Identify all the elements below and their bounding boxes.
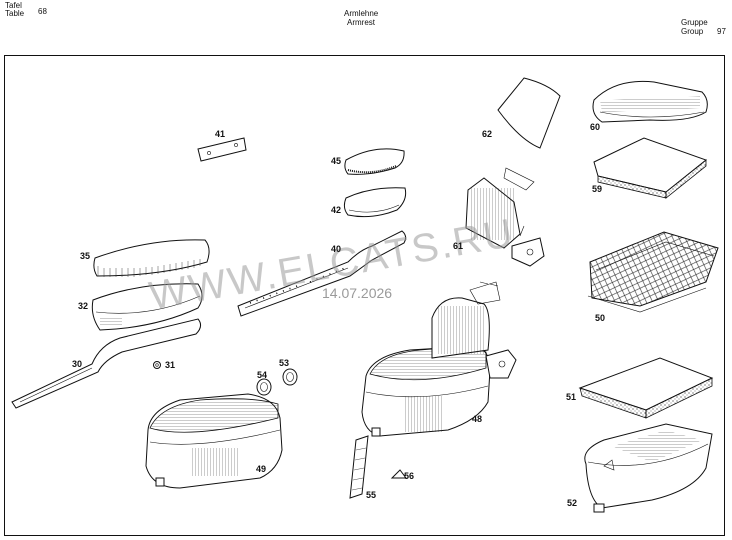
table-label: Table — [5, 9, 25, 18]
diagram-frame — [4, 55, 725, 536]
part-59-foam-pad — [593, 137, 708, 199]
part-label-42: 42 — [331, 205, 341, 215]
part-label-49: 49 — [256, 464, 266, 474]
part-label-41: 41 — [215, 129, 225, 139]
tafel-label: Tafel — [5, 1, 22, 10]
watermark-date: 14.07.2026 — [322, 285, 392, 301]
part-label-55: 55 — [366, 490, 376, 500]
part-62-back-panel — [497, 77, 561, 149]
part-56-clip — [390, 469, 407, 479]
part-45-pad — [344, 148, 405, 175]
part-50-wire-frame — [587, 231, 719, 313]
part-48-armrest-assembly — [361, 281, 517, 437]
part-49-armrest-base — [145, 393, 283, 489]
part-53-washer — [282, 368, 298, 386]
part-52-tray-shell — [584, 423, 713, 513]
part-label-31: 31 — [165, 360, 175, 370]
part-label-32: 32 — [78, 301, 88, 311]
part-60-cushion — [592, 80, 708, 123]
table-number: 68 — [38, 7, 47, 16]
group-label: Group — [681, 27, 704, 36]
title-english: Armrest — [347, 18, 375, 27]
part-label-45: 45 — [331, 156, 341, 166]
part-label-56: 56 — [404, 471, 414, 481]
part-42-pad — [343, 187, 407, 218]
part-40-trim-strip — [237, 230, 407, 317]
part-label-48: 48 — [472, 414, 482, 424]
part-61-hinged-assembly — [465, 167, 545, 267]
part-label-35: 35 — [80, 251, 90, 261]
part-32-cover — [91, 283, 203, 331]
part-label-62: 62 — [482, 129, 492, 139]
part-31-grommet — [153, 361, 161, 369]
part-label-59: 59 — [592, 184, 602, 194]
part-41-bracket-plate — [197, 137, 247, 162]
part-51-foam-block — [578, 357, 714, 419]
part-30-trim-strip — [11, 318, 202, 409]
part-label-30: 30 — [72, 359, 82, 369]
part-35-cushion — [93, 239, 210, 277]
part-label-60: 60 — [590, 122, 600, 132]
part-label-40: 40 — [331, 244, 341, 254]
part-label-50: 50 — [595, 313, 605, 323]
part-54-washer — [256, 378, 272, 396]
part-label-61: 61 — [453, 241, 463, 251]
part-label-54: 54 — [257, 370, 267, 380]
part-label-52: 52 — [567, 498, 577, 508]
group-number: 97 — [717, 27, 726, 36]
part-label-51: 51 — [566, 392, 576, 402]
gruppe-label: Gruppe — [681, 18, 708, 27]
part-label-53: 53 — [279, 358, 289, 368]
part-55-strap — [349, 435, 369, 499]
title-german: Armlehne — [344, 9, 379, 18]
